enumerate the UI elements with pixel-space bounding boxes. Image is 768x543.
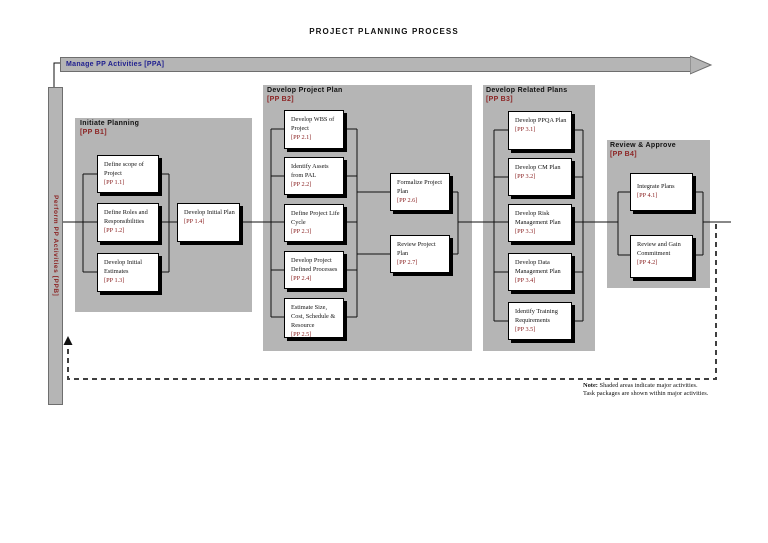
section-header-review-approve: Review & Approve [PP B4] xyxy=(610,142,676,159)
task-code: [PP 1.3] xyxy=(104,277,125,284)
task-title: Develop Initial Plan xyxy=(184,209,235,216)
task-pp-4-2: Review and Gain Commitment [PP 4.2] xyxy=(630,235,693,278)
feedback-dashed-line xyxy=(67,224,717,380)
task-pp-2-6: Formalize Project Plan [PP 2.6] xyxy=(390,173,450,211)
section-name: Develop Related Plans xyxy=(486,87,568,94)
task-code: [PP 2.6] xyxy=(397,197,418,204)
perform-bar-label: Perform PP Activities [PPB] xyxy=(52,195,59,297)
task-code: [PP 4.1] xyxy=(637,192,658,199)
section-code: [PP B2] xyxy=(267,95,294,103)
section-name: Review & Approve xyxy=(610,142,677,149)
task-code: [PP 1.2] xyxy=(104,227,125,234)
task-code: [PP 1.4] xyxy=(184,218,205,225)
task-title: Define Roles and Responsibilities xyxy=(104,209,148,225)
task-title: Develop PPQA Plan xyxy=(515,117,567,124)
task-pp-1-3: Develop Initial Estimates [PP 1.3] xyxy=(97,253,159,292)
task-title: Review Project Plan xyxy=(397,241,436,257)
task-pp-2-2: Identify Assets from PAL [PP 2.2] xyxy=(284,157,344,195)
task-title: Estimate Size, Cost, Schedule & Resource xyxy=(291,304,336,329)
section-name: Develop Project Plan xyxy=(267,87,343,94)
task-code: [PP 2.1] xyxy=(291,134,312,141)
task-title: Formalize Project Plan xyxy=(397,179,442,195)
task-title: Identify Assets from PAL xyxy=(291,163,329,179)
task-code: [PP 3.1] xyxy=(515,126,536,133)
task-pp-3-2: Develop CM Plan [PP 3.2] xyxy=(508,158,572,196)
task-pp-1-4: Develop Initial Plan [PP 1.4] xyxy=(177,203,240,242)
task-code: [PP 1.1] xyxy=(104,179,125,186)
task-pp-3-3: Develop Risk Management Plan [PP 3.3] xyxy=(508,204,572,242)
section-header-develop-project-plan: Develop Project Plan [PP B2] xyxy=(267,87,343,104)
task-code: [PP 3.2] xyxy=(515,173,536,180)
note-line2: Task packages are shown within major act… xyxy=(583,389,709,397)
section-code: [PP B3] xyxy=(486,95,513,103)
section-code: [PP B4] xyxy=(610,150,637,158)
feedback-arrowhead-icon xyxy=(63,336,73,345)
task-title: Integrate Plans xyxy=(637,183,675,190)
task-pp-2-5: Estimate Size, Cost, Schedule & Resource… xyxy=(284,298,344,338)
task-code: [PP 2.5] xyxy=(291,331,312,338)
note-line1: Shaded areas indicate major activities. xyxy=(599,382,698,389)
section-header-initiate-planning: Initiate Planning [PP B1] xyxy=(80,120,139,137)
task-pp-2-3: Define Project Life Cycle [PP 2.3] xyxy=(284,204,344,242)
task-code: [PP 3.3] xyxy=(515,228,536,235)
task-title: Review and Gain Commitment xyxy=(637,241,681,257)
task-title: Develop Risk Management Plan xyxy=(515,210,561,226)
task-pp-3-5: Identify Training Requirements [PP 3.5] xyxy=(508,302,572,340)
task-code: [PP 2.7] xyxy=(397,259,418,266)
task-code: [PP 2.2] xyxy=(291,181,312,188)
note-label: Note: xyxy=(583,382,598,389)
task-title: Develop CM Plan xyxy=(515,164,561,171)
task-code: [PP 2.3] xyxy=(291,228,312,235)
manage-bar-arrowhead-icon xyxy=(690,55,713,75)
task-title: Develop Initial Estimates xyxy=(104,259,142,275)
page-title: PROJECT PLANNING PROCESS xyxy=(309,27,459,36)
task-title: Develop Data Management Plan xyxy=(515,259,561,275)
note: Note: Shaded areas indicate major activi… xyxy=(583,382,723,398)
task-title: Define scope of Project xyxy=(104,161,144,177)
manage-activities-bar: Manage PP Activities [PPA] xyxy=(60,55,713,75)
section-header-develop-related-plans: Develop Related Plans [PP B3] xyxy=(486,87,567,104)
task-title: Define Project Life Cycle xyxy=(291,210,340,226)
perform-activities-bar: Perform PP Activities [PPB] xyxy=(48,87,63,405)
task-code: [PP 2.4] xyxy=(291,275,312,282)
task-title: Develop WBS of Project xyxy=(291,116,335,132)
task-pp-2-1: Develop WBS of Project [PP 2.1] xyxy=(284,110,344,149)
task-pp-1-2: Define Roles and Responsibilities [PP 1.… xyxy=(97,203,159,242)
task-code: [PP 4.2] xyxy=(637,259,658,266)
task-code: [PP 3.5] xyxy=(515,326,536,333)
task-pp-2-7: Review Project Plan [PP 2.7] xyxy=(390,235,450,273)
task-pp-1-1: Define scope of Project [PP 1.1] xyxy=(97,155,159,193)
task-code: [PP 3.4] xyxy=(515,277,536,284)
section-name: Initiate Planning xyxy=(80,120,140,127)
task-pp-4-1: Integrate Plans [PP 4.1] xyxy=(630,173,693,211)
task-pp-3-1: Develop PPQA Plan [PP 3.1] xyxy=(508,111,572,150)
solid-connectors xyxy=(53,62,731,322)
manage-bar-label: Manage PP Activities [PPA] xyxy=(66,61,165,68)
section-code: [PP B1] xyxy=(80,128,107,136)
task-title: Develop Project Defined Processes xyxy=(291,257,338,273)
task-pp-2-4: Develop Project Defined Processes [PP 2.… xyxy=(284,251,344,289)
task-title: Identify Training Requirements xyxy=(515,308,558,324)
task-pp-3-4: Develop Data Management Plan [PP 3.4] xyxy=(508,253,572,291)
